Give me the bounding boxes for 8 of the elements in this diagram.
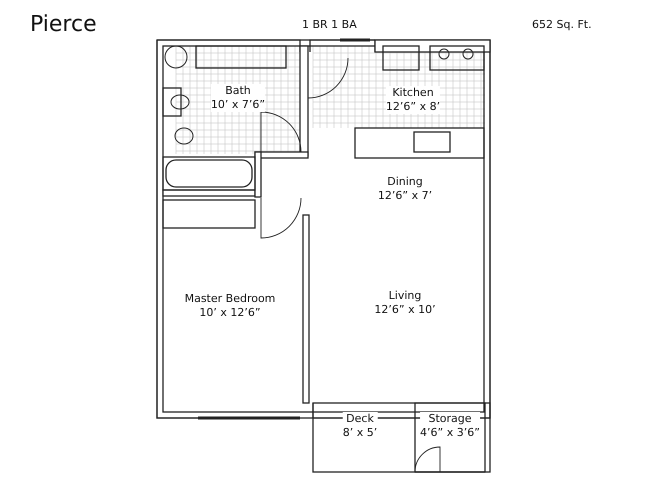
room-name: Storage [420, 412, 480, 426]
room-name: Bath [210, 84, 266, 98]
bedroom-bath-count: 1 BR 1 BA [302, 18, 357, 31]
room-dimensions: 10’ x 7’6” [210, 98, 266, 112]
plan-title: Pierce [30, 12, 97, 37]
room-dimensions: 12’6” x 8’ [386, 100, 440, 114]
square-footage: 652 Sq. Ft. [532, 18, 592, 31]
room-name: Kitchen [386, 86, 440, 100]
